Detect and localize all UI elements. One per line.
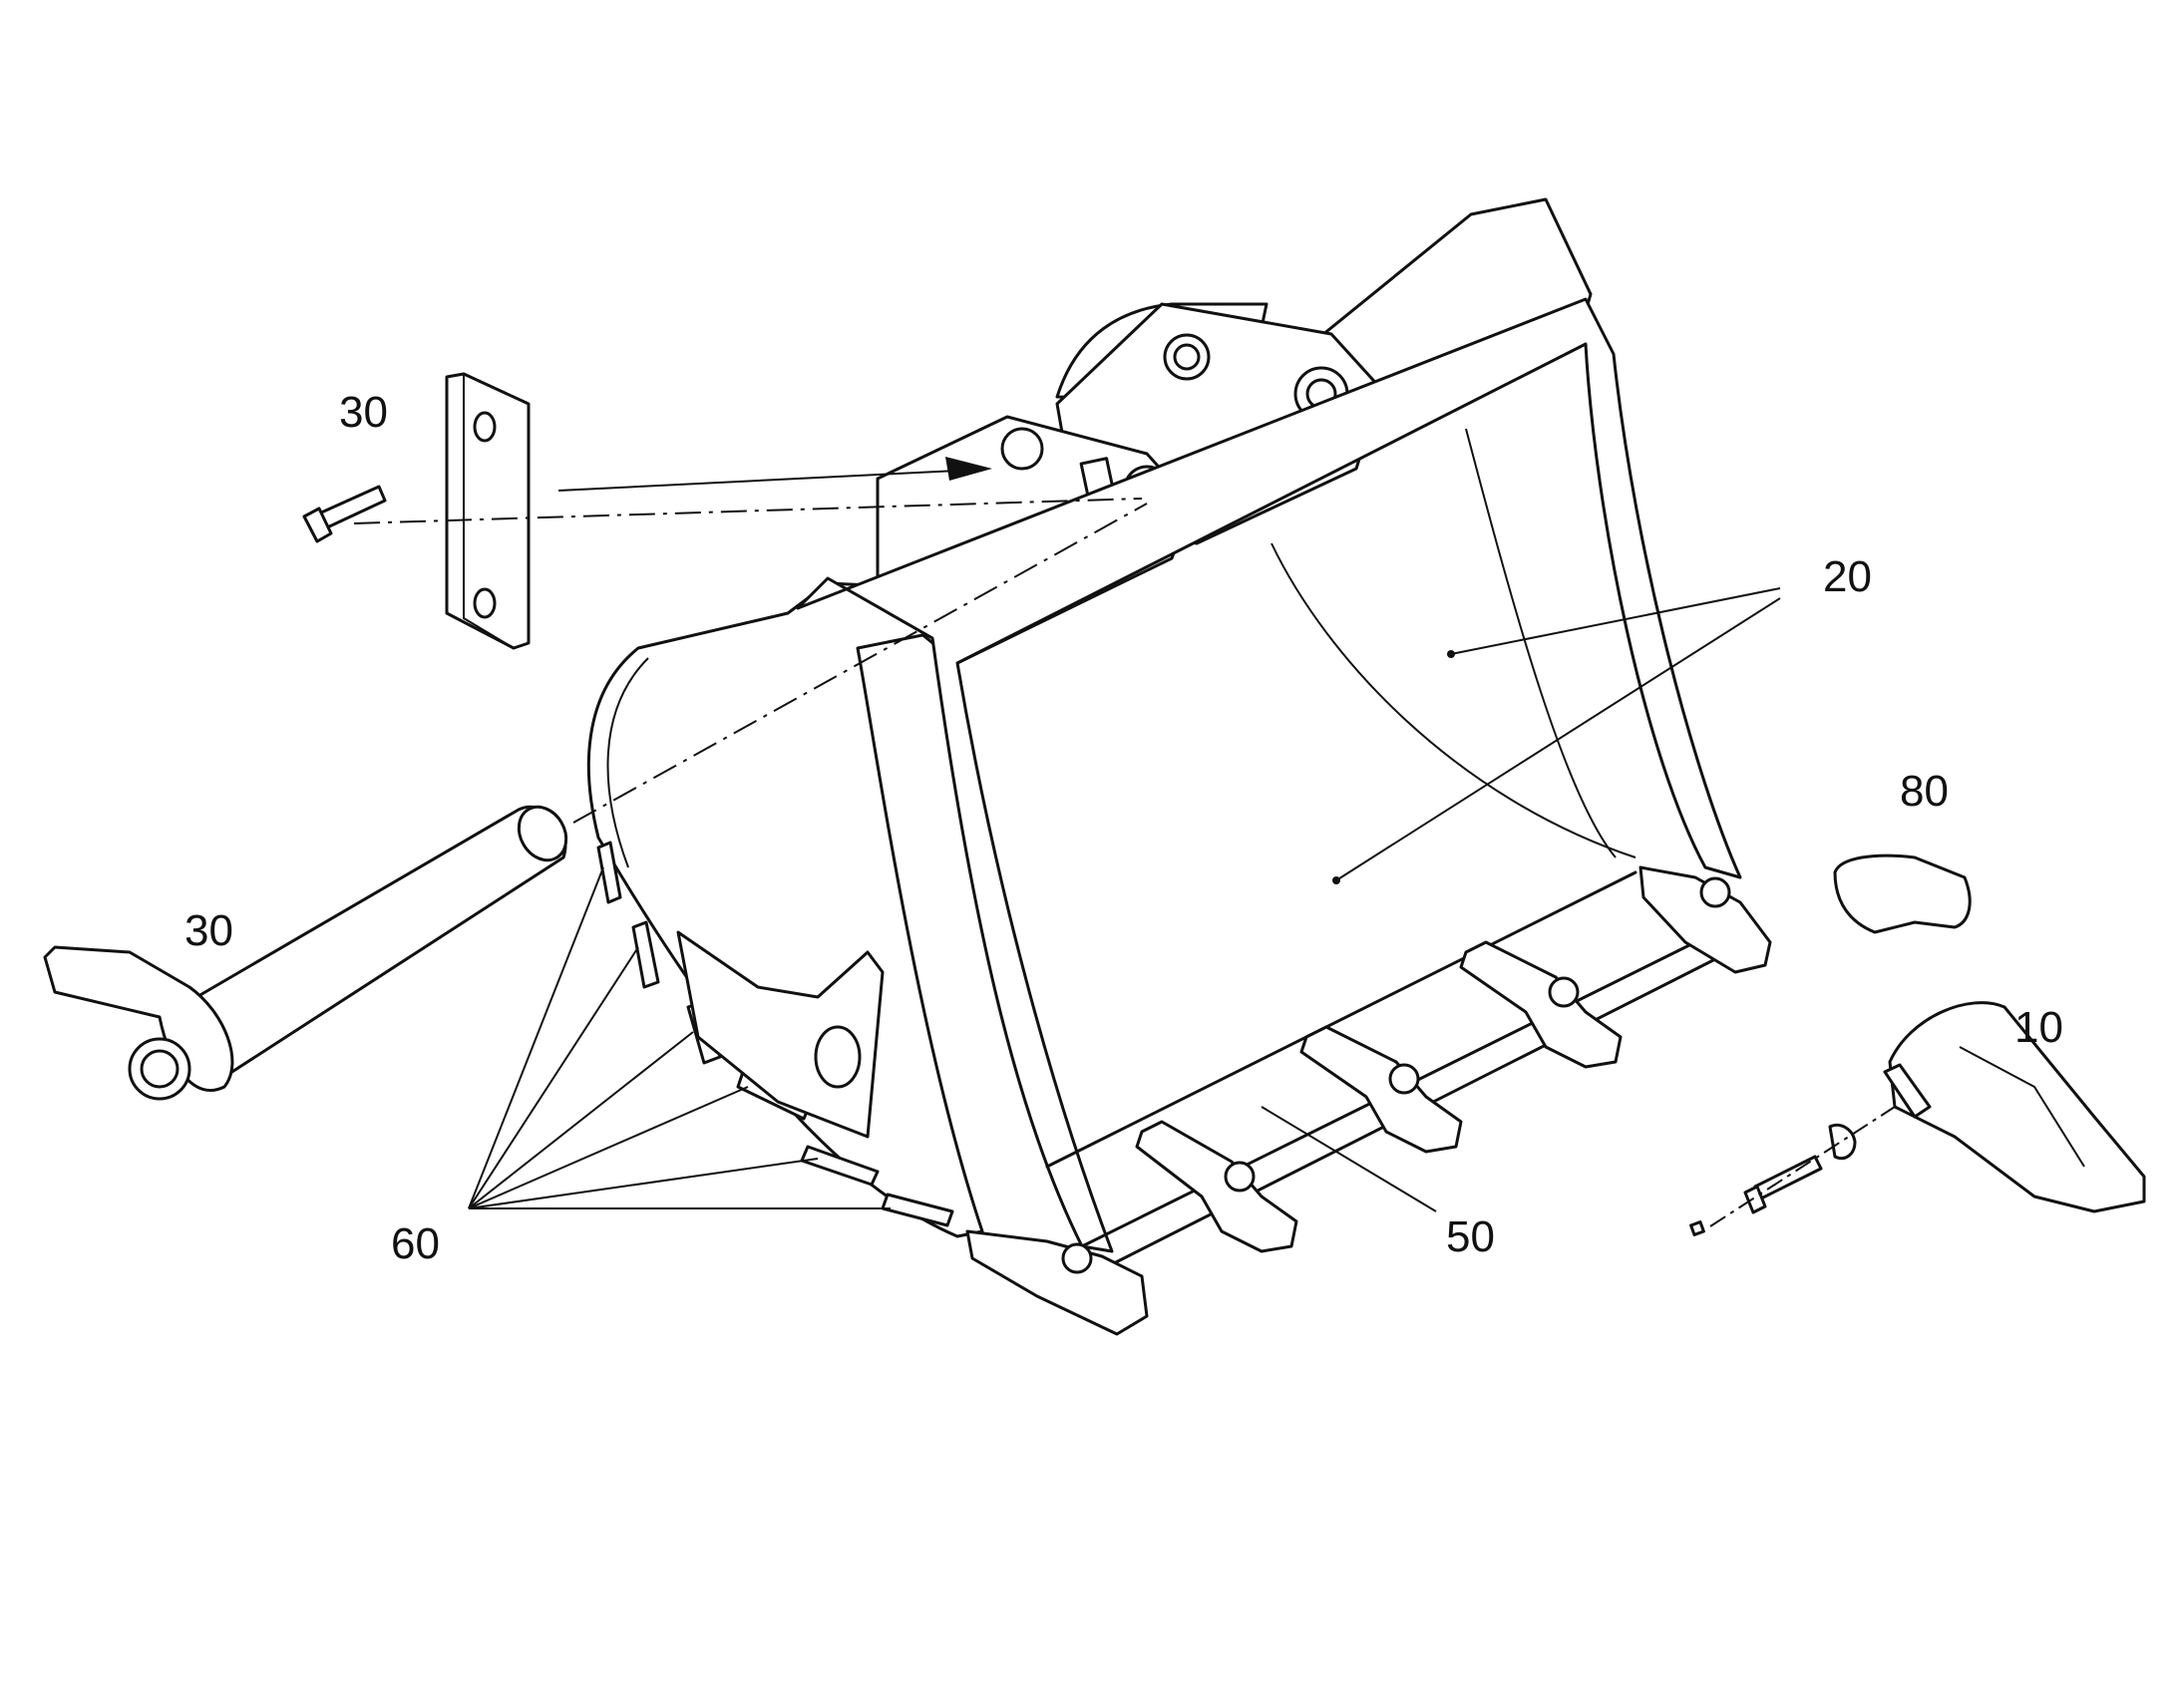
wear-strip-6 (881, 1193, 954, 1227)
bolt-head (302, 507, 333, 543)
shell-curve (1271, 542, 1636, 858)
mount-hole-left (1163, 333, 1211, 381)
adapter-left-corner (965, 1229, 1149, 1336)
tooth-pin (1753, 1155, 1823, 1200)
adapter-right-corner (1638, 865, 1772, 974)
plate-hole-bottom (473, 587, 497, 619)
cap (1833, 854, 1972, 934)
bracket-hole-a (1000, 427, 1044, 471)
side-hole (814, 1025, 862, 1089)
wear-strip-1 (596, 841, 622, 904)
wear-strip-5 (800, 1145, 880, 1187)
tooth-ridge (1959, 1046, 2085, 1168)
plate-edge (463, 374, 515, 649)
leaders-20 (1332, 587, 1781, 884)
pin-axis (572, 503, 1148, 824)
side-plate-edge (606, 657, 649, 868)
plate-assembly (302, 372, 531, 650)
bucket-assembly (586, 197, 1772, 1336)
left-side-plate (586, 581, 984, 1238)
callout-20: 20 (1823, 552, 1872, 601)
plate-arrow-line (557, 470, 958, 492)
callout-50: 50 (1446, 1212, 1495, 1261)
tooth-notch (1883, 1063, 1932, 1119)
callout-80: 80 (1900, 767, 1949, 816)
tooth-axis (1709, 1106, 1896, 1227)
tooth-pin-head (1743, 1185, 1767, 1214)
retainer-clip (1828, 1123, 1857, 1161)
adapter-1 (1135, 1120, 1298, 1253)
tooth-pin-washer (1689, 1220, 1705, 1236)
pin-head-inner (140, 1049, 180, 1089)
adapter-3 (1459, 940, 1623, 1069)
leaders-60 (468, 866, 891, 1209)
bolt-axis (353, 498, 1143, 524)
tooth-assembly (1689, 854, 2146, 1236)
edge-line-top (1045, 870, 1637, 1169)
pin-end (517, 805, 568, 862)
plate-hole-top (473, 411, 497, 443)
mount-hole-left-inner (1173, 343, 1201, 371)
callout-30-pin: 30 (184, 906, 233, 955)
pin-shaft (178, 805, 567, 1079)
callout-10: 10 (2014, 1003, 2063, 1052)
plate-arrow-head (945, 457, 992, 481)
pin-head-outer (128, 1037, 191, 1101)
front-frame (796, 297, 1742, 1253)
leader-50 (1261, 1106, 1437, 1212)
callout-60: 60 (391, 1219, 440, 1268)
wear-strip-2 (631, 920, 660, 989)
pin-assembly (43, 805, 568, 1101)
adapter-2 (1299, 1025, 1463, 1154)
callout-30-plate: 30 (339, 388, 388, 437)
shell-line (1465, 428, 1617, 858)
